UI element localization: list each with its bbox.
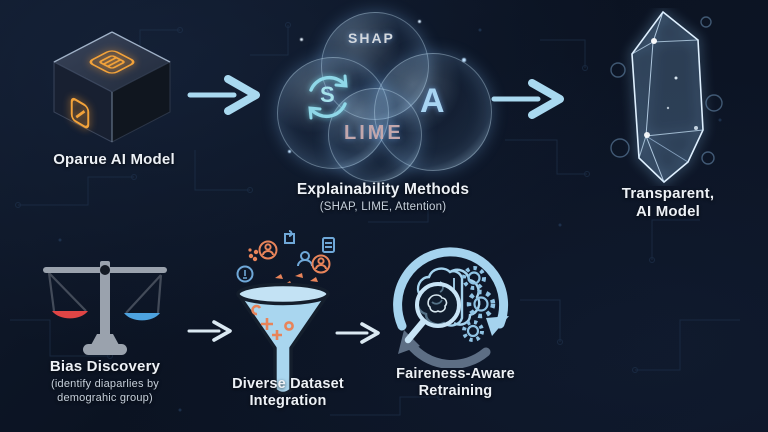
shap-bubble-label: SHAP: [348, 30, 395, 46]
arrow-right-small-icon: [335, 322, 380, 344]
scope-bubble-label: S: [320, 82, 335, 107]
retraining-line2: Retraining: [418, 383, 493, 400]
explainability-title: Explainability Methods: [296, 181, 470, 198]
diverse-dataset-funnel-icon: [236, 230, 335, 396]
opaque-model-label: Oparue AI Model: [53, 151, 175, 168]
transparent-model-label: Transparent, AI Model: [588, 185, 748, 220]
explainability-subtitle: (SHAP, LIME, Attention): [319, 201, 447, 213]
arrow-right-icon: [491, 79, 564, 119]
fairness-retraining-label: Faireness-Aware Retraining: [378, 366, 533, 400]
attention-bubble-label: A: [420, 82, 445, 120]
bias-discovery-subtitle: (identify diaparlies by demograhic group…: [15, 377, 195, 406]
bias-subtitle-line2: demograhic group): [57, 392, 153, 405]
bias-discovery-title: Bias Discovery: [49, 358, 161, 375]
diverse-dataset-label: Diverse Dataset Integration: [203, 376, 373, 410]
arrow-right-small-icon: [187, 320, 232, 342]
retraining-line1: Faireness-Aware: [396, 366, 515, 382]
dataset-line1: Diverse Dataset: [232, 376, 344, 392]
retraining-cycle-icon: [393, 247, 509, 368]
transparent-line1: Transparent,: [621, 185, 715, 202]
dataset-line2: Integration: [249, 393, 327, 410]
bias-subtitle-line1: (identify diaparlies by: [51, 378, 159, 390]
transparent-line2: AI Model: [635, 202, 701, 220]
refresh-arrows-icon: [308, 74, 348, 120]
transparent-crystal-icon: [610, 10, 723, 184]
lime-bubble-label: LIME: [344, 122, 404, 144]
balance-scale-icon: [43, 261, 167, 355]
opaque-cube-icon: [52, 31, 172, 143]
arrow-right-icon: [187, 75, 260, 115]
